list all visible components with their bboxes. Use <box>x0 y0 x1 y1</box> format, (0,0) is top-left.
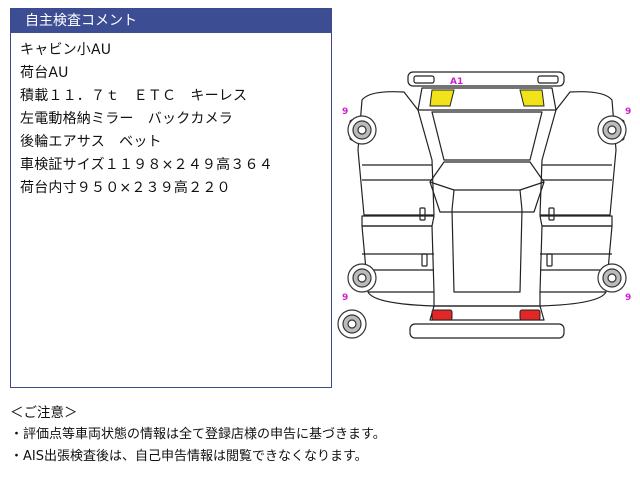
comment-line: 荷台AU <box>20 65 69 81</box>
roof <box>429 161 545 213</box>
comment-line: 積載１１．７ｔ ＥＴＣ キーレス <box>20 88 248 104</box>
rear-bumper <box>409 323 565 339</box>
taillight-left <box>431 309 453 321</box>
comment-list: キャビン小AU 荷台AU 積載１１．７ｔ ＥＴＣ キーレス 左電動格納ミラー バ… <box>11 33 331 200</box>
marker-front-left: 9 <box>342 107 348 117</box>
right-cab-side <box>539 91 617 216</box>
front-bumper-inner <box>537 75 559 84</box>
comment-line: 車検証サイズ１１９８×２４９高３６４ <box>20 157 273 173</box>
wheel-front-left <box>347 115 377 145</box>
note-line: ・評価点等車両状態の情報は全て登録店様の申告に基づきます。 <box>10 427 386 442</box>
comment-line: 後輪エアサス ベット <box>20 134 162 150</box>
taillight-right <box>519 309 541 321</box>
left-cab-side <box>357 91 435 216</box>
note-line: ・AIS出張検査後は、自己申告情報は閲覧できなくなります。 <box>10 449 368 464</box>
comment-line: キャビン小AU <box>20 42 112 58</box>
bed-center <box>451 189 523 293</box>
vehicle-damage-diagram: A1 9 9 9 9 <box>337 71 631 339</box>
headlight-left <box>429 89 455 107</box>
rear-panel <box>429 305 545 321</box>
front-bumper-inner <box>413 75 435 84</box>
panel-title: 自主検査コメント <box>11 9 331 33</box>
windshield <box>431 111 543 161</box>
front-bumper <box>407 71 565 87</box>
headlight-right <box>519 89 545 107</box>
wheel-spare <box>337 309 367 339</box>
right-body-side <box>539 215 613 227</box>
comment-line: 左電動格納ミラー バックカメラ <box>20 111 233 127</box>
wheel-rear-right <box>597 263 627 293</box>
marker-rear-right: 9 <box>625 293 631 303</box>
comment-line: 荷台内寸９５０×２３９高２２０ <box>20 180 231 196</box>
inspection-comment-panel: 自主検査コメント キャビン小AU 荷台AU 積載１１．７ｔ ＥＴＣ キーレス 左… <box>10 8 332 388</box>
wheel-front-right <box>597 115 627 145</box>
notes-section: ＜ご注意＞ ・評価点等車両状態の情報は全て登録店様の申告に基づきます。 ・AIS… <box>10 402 630 468</box>
wheel-rear-left <box>347 263 377 293</box>
rear-body <box>367 291 607 307</box>
marker-rear-left: 9 <box>342 293 348 303</box>
marker-a1: A1 <box>450 77 463 87</box>
marker-front-right: 9 <box>625 107 631 117</box>
left-body-side <box>361 215 435 227</box>
notes-title: ＜ご注意＞ <box>10 405 78 421</box>
